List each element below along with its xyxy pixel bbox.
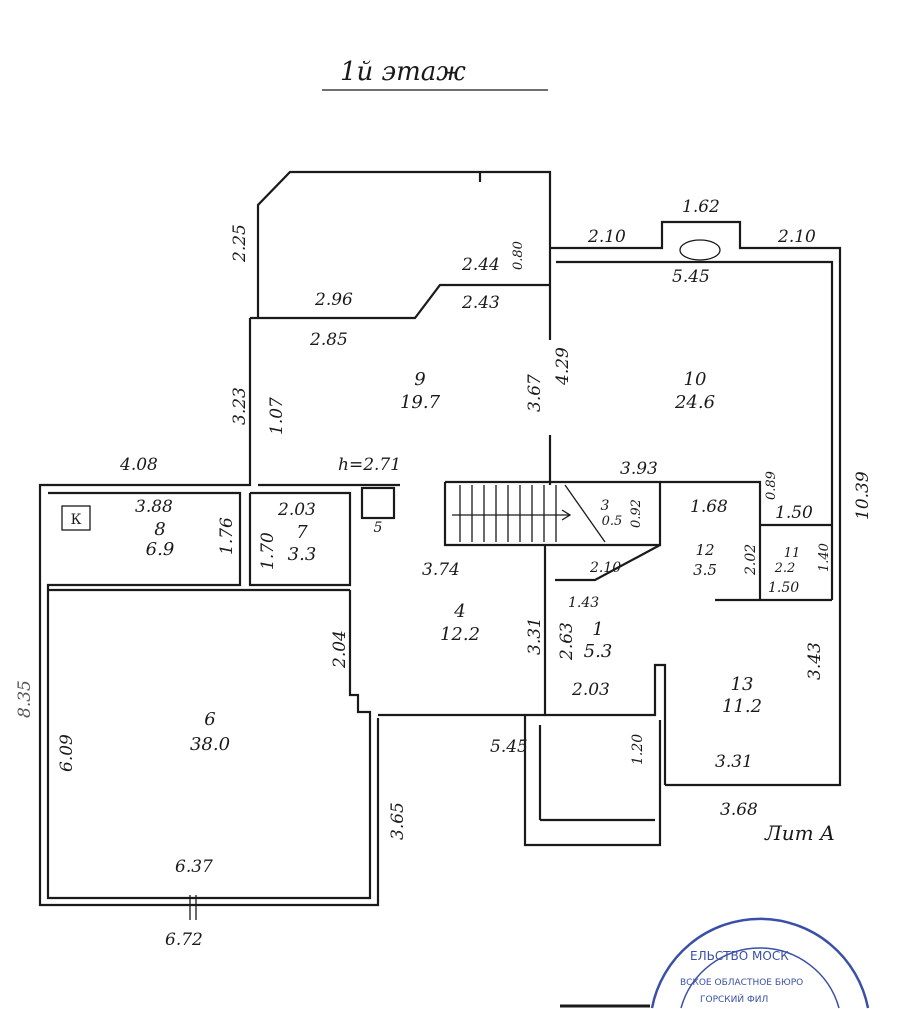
stamp: ЕЛЬСТВО МОСК ВСКОЕ ОБЛАСТНОЕ БЮРО ГОРСКИ… bbox=[650, 917, 870, 1009]
room-label: 9 bbox=[414, 369, 425, 390]
room-label: 6.9 bbox=[146, 539, 175, 560]
floor-title: 1й этаж bbox=[340, 57, 466, 87]
dimension-label: 2.02 bbox=[743, 544, 759, 576]
room-label: 3 bbox=[601, 498, 610, 514]
dimension-label: 2.96 bbox=[314, 290, 353, 310]
room-label: 5 bbox=[374, 520, 383, 536]
dimension-label: 3.31 bbox=[715, 752, 753, 772]
wall-room7 bbox=[248, 491, 352, 587]
dimension-label: 6.37 bbox=[175, 857, 213, 877]
dimension-label: 1.70 bbox=[258, 532, 278, 570]
dimension-label: 1.50 bbox=[768, 580, 799, 596]
dimension-label: 3.65 bbox=[388, 802, 408, 840]
stamp-outer-ring bbox=[650, 917, 870, 1009]
dimension-label: 1.40 bbox=[817, 543, 832, 572]
dimension-label: 1.50 bbox=[775, 503, 813, 523]
room-label: 11 bbox=[784, 546, 801, 561]
room-label: 11.2 bbox=[722, 696, 762, 717]
stair-treads bbox=[452, 239, 721, 543]
room-label: 2.2 bbox=[774, 561, 796, 576]
dimension-label: 3.23 bbox=[230, 387, 250, 425]
room-label: 24.6 bbox=[674, 392, 715, 413]
dimension-label: 2.04 bbox=[330, 630, 350, 669]
dimension-label: 2.85 bbox=[309, 330, 348, 350]
dimension-label: 1.68 bbox=[690, 497, 728, 517]
dimension-label: 0.89 bbox=[764, 471, 779, 500]
dimension-label: 1.76 bbox=[217, 517, 237, 555]
room-label: 8 bbox=[154, 519, 165, 540]
room-label: 10 bbox=[684, 369, 707, 390]
dimension-label: 3.31 bbox=[525, 617, 545, 655]
dimension-label: 3.68 bbox=[720, 800, 758, 820]
dimension-label: 2.03 bbox=[277, 500, 316, 520]
room-label: 12 bbox=[695, 541, 714, 559]
dimension-label: 2.03 bbox=[571, 680, 610, 700]
room-label: 12.2 bbox=[440, 624, 480, 645]
dimension-label: 8.35 bbox=[15, 680, 35, 718]
dimension-label: 3.74 bbox=[422, 560, 460, 580]
room-label: 1 bbox=[592, 619, 603, 640]
dimension-label: 1.20 bbox=[630, 734, 646, 765]
dimension-label: 2.10 bbox=[777, 227, 816, 247]
dimension-label: 5.45 bbox=[672, 267, 710, 287]
dimension-label: 3.67 bbox=[525, 374, 545, 412]
dimension-label: 2.10 bbox=[589, 560, 621, 576]
room-label: 5.3 bbox=[584, 641, 613, 662]
dimension-label: 2.43 bbox=[461, 293, 500, 313]
room-label: 19.7 bbox=[400, 392, 441, 413]
stamp-inner-ring bbox=[680, 947, 840, 1009]
text-label: ЕЛЬСТВО МОСК bbox=[690, 949, 789, 963]
dimension-label: 2.44 bbox=[461, 255, 500, 275]
dimension-label: 1.07 bbox=[267, 397, 287, 435]
dimension-label: 0.80 bbox=[511, 241, 526, 270]
dimension-label: 5.45 bbox=[490, 737, 528, 757]
dimension-labels: 2.25 2.96 2.85 2.44 0.80 2.43 2.10 1.62 … bbox=[15, 197, 873, 950]
text-label: ВСКОЕ ОБЛАСТНОЕ БЮРО bbox=[680, 978, 803, 988]
room-label: 6 bbox=[204, 709, 215, 730]
room-label: 0.5 bbox=[602, 514, 623, 529]
wall-stairs bbox=[443, 480, 662, 547]
wall-room10 bbox=[550, 220, 842, 787]
room-label: 13 bbox=[731, 674, 754, 695]
room-label: 3.5 bbox=[693, 561, 717, 579]
dimension-label: 3.43 bbox=[805, 642, 825, 680]
kitchen-mark: К bbox=[61, 505, 91, 531]
dimension-label: 6.72 bbox=[165, 930, 203, 950]
dimension-label: 3.88 bbox=[135, 497, 173, 517]
dimension-label: 2.10 bbox=[587, 227, 626, 247]
dimension-label: 2.25 bbox=[230, 224, 250, 263]
walls bbox=[38, 170, 842, 907]
room-label: 7 bbox=[296, 522, 308, 543]
dimension-label: 1.43 bbox=[568, 595, 599, 611]
text-label: ГОРСКИЙ ФИЛ bbox=[700, 993, 768, 1005]
room-label: 38.0 bbox=[190, 734, 230, 755]
wall-room5 bbox=[360, 486, 396, 520]
dimension-label: 10.39 bbox=[853, 471, 873, 520]
dimension-label: 6.09 bbox=[57, 734, 77, 772]
room-label: 4 bbox=[453, 601, 465, 622]
title: 1й этаж bbox=[322, 57, 548, 91]
wall-left bbox=[38, 318, 380, 907]
fireplace bbox=[679, 239, 721, 261]
dimension-label: 0.92 bbox=[629, 499, 644, 528]
wall-bay bbox=[256, 170, 552, 318]
wall-bay-front bbox=[250, 283, 550, 320]
dimension-label: 2.63 bbox=[557, 622, 577, 661]
dimension-label: 4.08 bbox=[119, 455, 158, 475]
dimension-label: 4.29 bbox=[553, 347, 573, 386]
dimension-label: 1.62 bbox=[682, 197, 720, 217]
dimension-label: 3.93 bbox=[620, 459, 658, 479]
room-label: 3.3 bbox=[288, 544, 317, 565]
text-label: К bbox=[71, 512, 82, 528]
text-label: h=2.71 bbox=[338, 455, 401, 475]
liter-label: Лит А bbox=[764, 821, 835, 845]
